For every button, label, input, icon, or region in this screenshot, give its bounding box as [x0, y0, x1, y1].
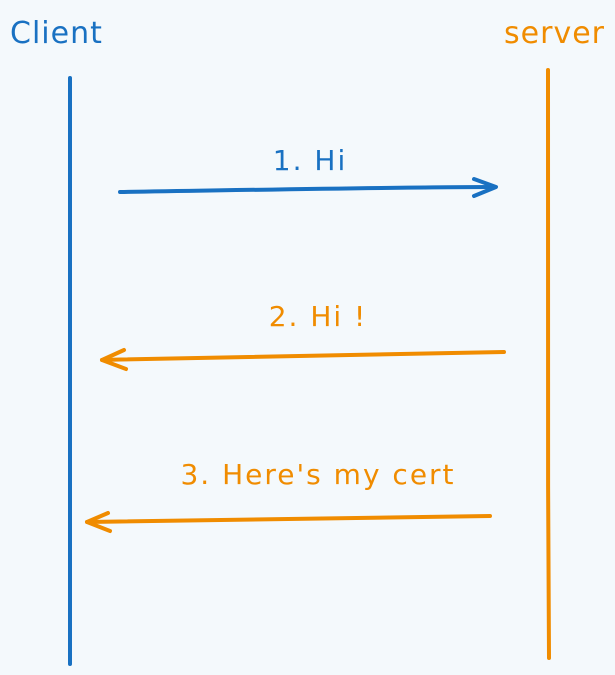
- message-arrow-2: [100, 348, 506, 371]
- client-label: Client: [10, 16, 103, 51]
- message-label-1: 1. Hi: [272, 144, 348, 177]
- server-label: server: [504, 16, 605, 51]
- message-label-2: 2. Hi !: [268, 300, 368, 333]
- message-arrow-1: [118, 177, 498, 198]
- client-lifeline: [67, 76, 73, 666]
- server-lifeline: [546, 68, 551, 660]
- message-label-3: 3. Here's my cert: [180, 458, 456, 491]
- message-arrow-3: [85, 511, 492, 533]
